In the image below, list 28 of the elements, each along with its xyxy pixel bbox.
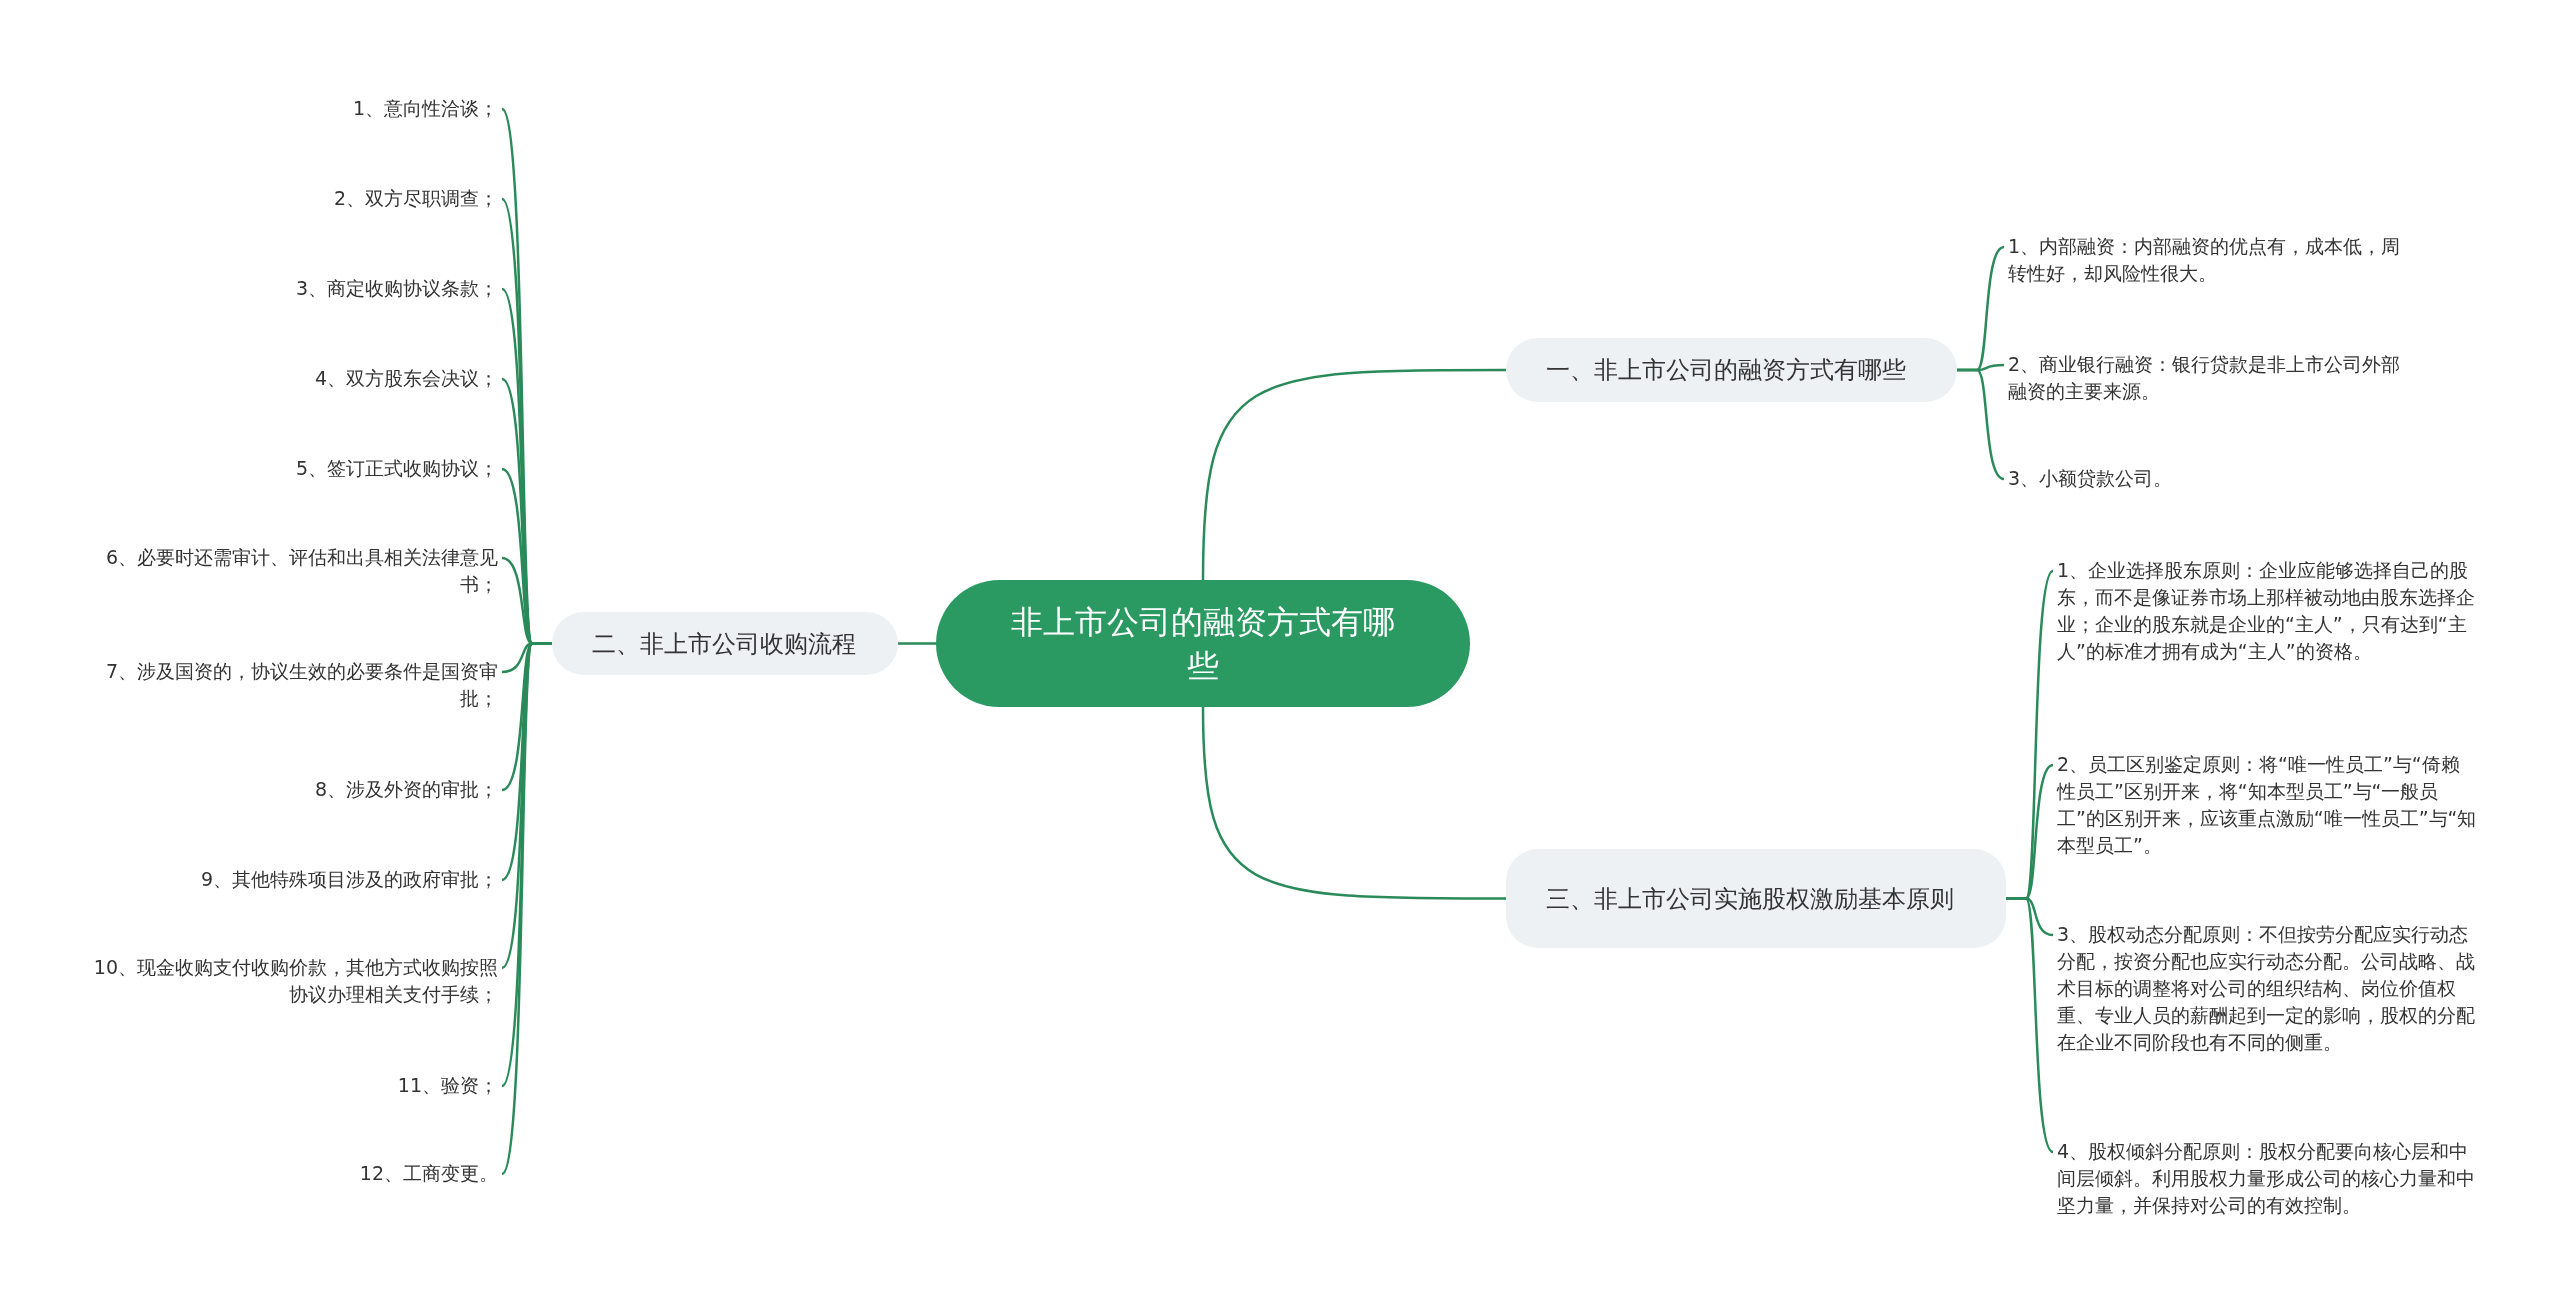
subtopic-text: 12、工商变更。 <box>90 1160 498 1187</box>
subtopic-text: 3、商定收购协议条款； <box>90 275 498 302</box>
topic-box: 三、非上市公司实施股权激励基本原则 <box>1506 849 2006 948</box>
connector <box>2006 897 2054 1153</box>
subtopic-text: 3、小额贷款公司。 <box>2008 465 2418 492</box>
subtopic-text: 2、员工区别鉴定原则：将“唯一性员工”与“倚赖性员工”区别开来，将“知本型员工”与“一般员工”的区别开来，应该重点激励“唯一性员工”与“知本型员工”。 <box>2057 751 2477 859</box>
subtopic-text: 10、现金收购支付收购价款，其他方式收购按照协议办理相关支付手续； <box>90 954 498 1008</box>
connector <box>1201 706 1506 900</box>
subtopic-text: 2、商业银行融资：银行贷款是非上市公司外部融资的主要来源。 <box>2008 351 2418 405</box>
subtopic-text: 1、企业选择股东原则：企业应能够选择自己的股东，而不是像证券市场上那样被动地由股东选择企业；企业的股东就是企业的“主人”，只有达到“主人”的标准才拥有成为“主人”的资格。 <box>2057 557 2477 665</box>
topic-box: 一、非上市公司的融资方式有哪些 <box>1506 338 1957 402</box>
subtopic-text: 4、股权倾斜分配原则：股权分配要向核心层和中间层倾斜。利用股权力量形成公司的核心力量和中坚力量，并保持对公司的有效控制。 <box>2057 1138 2477 1219</box>
topic-box: 二、非上市公司收购流程 <box>552 612 898 675</box>
connector <box>1201 368 1506 581</box>
subtopic-text: 2、双方尽职调查； <box>90 185 498 212</box>
subtopic-text: 8、涉及外资的审批； <box>90 776 498 803</box>
connector <box>898 642 936 645</box>
subtopic-text: 11、验资； <box>90 1072 498 1099</box>
subtopic-text: 5、签订正式收购协议； <box>90 455 498 482</box>
central-topic: 非上市公司的融资方式有哪些 <box>936 580 1470 707</box>
subtopic-text: 9、其他特殊项目涉及的政府审批； <box>90 866 498 893</box>
connector <box>1957 368 2005 481</box>
subtopic-text: 1、内部融资：内部融资的优点有，成本低，周转性好，却风险性很大。 <box>2008 233 2418 287</box>
subtopic-text: 6、必要时还需审计、评估和出具相关法律意见书； <box>90 544 498 598</box>
subtopic-text: 3、股权动态分配原则：不但按劳分配应实行动态分配，按资分配也应实行动态分配。公司战略、战术目标的调整将对公司的组织结构、岗位价值权重、专业人员的薪酬起到一定的影响，股权的分配在企业不同阶段也有不同的侧重。 <box>2057 921 2477 1056</box>
subtopic-text: 7、涉及国资的，协议生效的必要条件是国资审批； <box>90 658 498 712</box>
subtopic-text: 1、意向性洽谈； <box>90 95 498 122</box>
subtopic-text: 4、双方股东会决议； <box>90 365 498 392</box>
